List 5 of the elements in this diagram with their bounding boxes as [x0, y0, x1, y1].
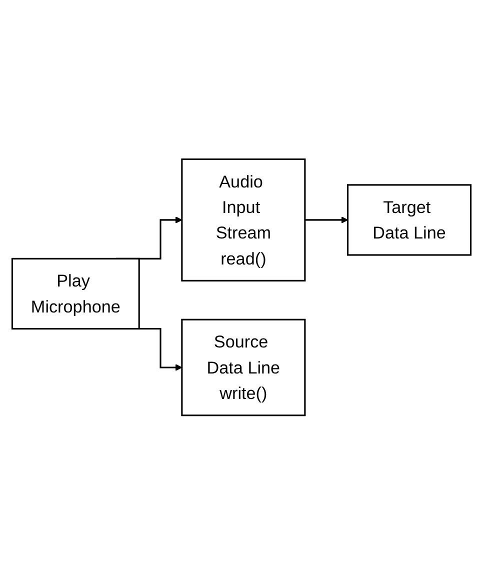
node-box: Play Microphone [11, 258, 140, 330]
node-box: Audio Input Stream read() [181, 158, 306, 282]
node-box: Target Data Line [346, 184, 472, 256]
node-box: Source Data Line write() [181, 319, 306, 416]
arrow [304, 216, 348, 224]
